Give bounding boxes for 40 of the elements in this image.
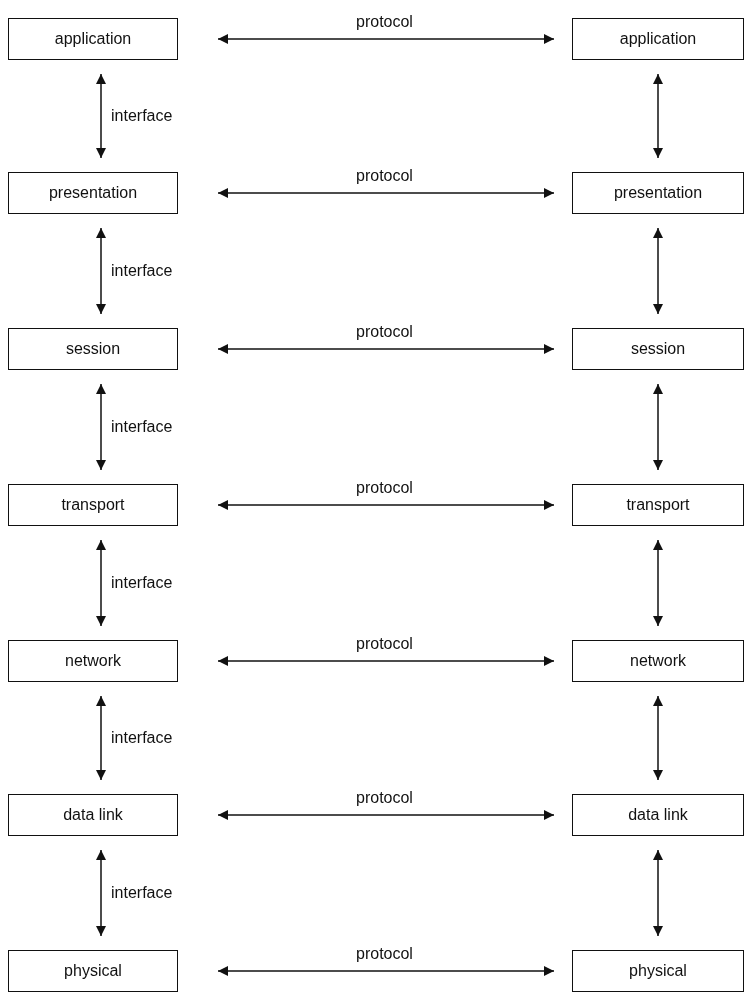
edge-label: protocol: [354, 635, 415, 653]
edge-label: protocol: [354, 167, 415, 185]
layer-box: application: [572, 18, 744, 60]
layer-box: presentation: [572, 172, 744, 214]
edge-label: protocol: [354, 945, 415, 963]
double-arrow: [217, 500, 555, 510]
double-arrow: [217, 344, 555, 354]
edge-label: protocol: [354, 13, 415, 31]
double-arrow: [653, 849, 663, 937]
layer-box: session: [8, 328, 178, 370]
double-arrow: [653, 695, 663, 781]
double-arrow: [96, 539, 106, 627]
double-arrow: [96, 73, 106, 159]
double-arrow: [96, 695, 106, 781]
double-arrow: [217, 656, 555, 666]
double-arrow: [217, 34, 555, 44]
double-arrow: [653, 73, 663, 159]
double-arrow: [653, 383, 663, 471]
edge-label: protocol: [354, 479, 415, 497]
double-arrow: [96, 849, 106, 937]
double-arrow: [96, 227, 106, 315]
layer-box: presentation: [8, 172, 178, 214]
double-arrow: [217, 188, 555, 198]
double-arrow: [653, 539, 663, 627]
layer-box: data link: [8, 794, 178, 836]
double-arrow: [653, 227, 663, 315]
double-arrow: [96, 383, 106, 471]
layer-box: physical: [572, 950, 744, 992]
layer-box: transport: [572, 484, 744, 526]
edge-label: protocol: [354, 323, 415, 341]
layer-box: data link: [572, 794, 744, 836]
layer-box: transport: [8, 484, 178, 526]
layer-box: network: [572, 640, 744, 682]
layer-box: session: [572, 328, 744, 370]
layer-box: physical: [8, 950, 178, 992]
double-arrow: [217, 966, 555, 976]
double-arrow: [217, 810, 555, 820]
layer-box: network: [8, 640, 178, 682]
edge-label: protocol: [354, 789, 415, 807]
layer-box: application: [8, 18, 178, 60]
